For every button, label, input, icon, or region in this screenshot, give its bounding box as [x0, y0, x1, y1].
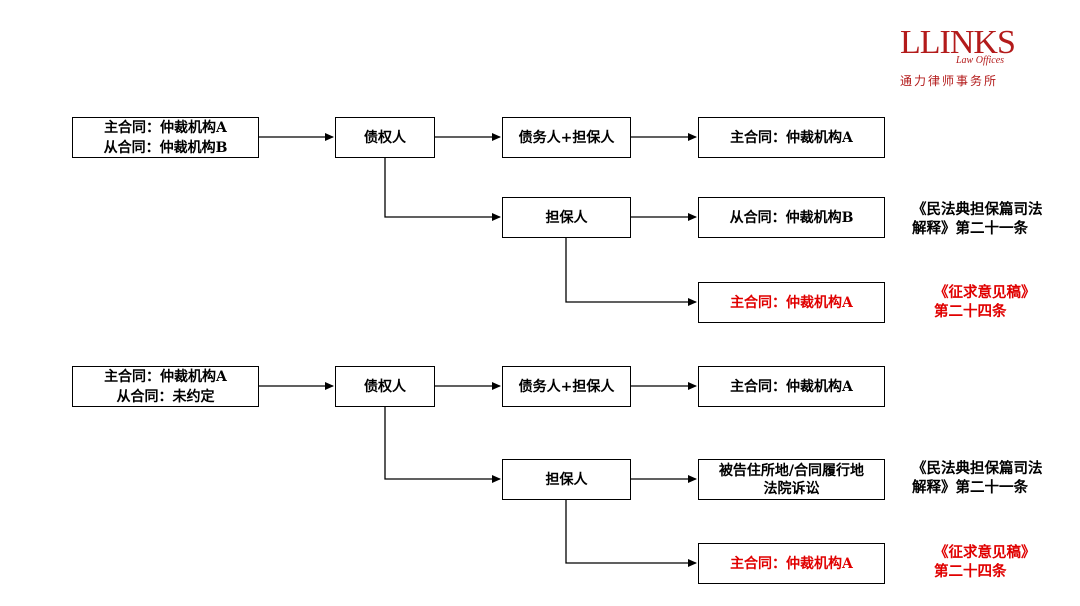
note-line1: 《征求意见稿》 — [934, 544, 1036, 561]
guarantor-box-2: 担保人 — [502, 459, 631, 500]
source-line1: 主合同：仲裁机构A — [104, 368, 227, 385]
creditor-box-2: 债权人 — [335, 366, 435, 407]
logo-subtitle: Law Offices — [956, 55, 1005, 66]
source-box-1: 主合同：仲裁机构A 从合同：仲裁机构B — [72, 117, 259, 158]
note-judicial-interpretation-2: 《民法典担保篇司法 解释》第二十一条 — [912, 459, 1043, 497]
sub-result-label: 从合同：仲裁机构B — [729, 209, 854, 226]
logo-chinese-name: 通力律师事务所 — [900, 74, 999, 88]
guarantor-box-1: 担保人 — [502, 197, 631, 238]
note-draft-1: 《征求意见稿》 第二十四条 — [934, 283, 1036, 321]
note-line2: 解释》第二十一条 — [912, 479, 1028, 496]
sub-result-box-1: 从合同：仲裁机构B — [698, 197, 885, 238]
arrow-creditor-to-guarantor-1 — [384, 158, 501, 221]
draft-result-label: 主合同：仲裁机构A — [730, 294, 853, 311]
note-judicial-interpretation-1: 《民法典担保篇司法 解释》第二十一条 — [912, 200, 1043, 238]
arrow-creditor-to-guarantor-2 — [384, 407, 501, 483]
draft-result-label: 主合同：仲裁机构A — [730, 555, 853, 572]
note-line1: 《民法典担保篇司法 — [912, 201, 1043, 218]
debtor-guarantor-box-1: 债务人+担保人 — [502, 117, 631, 158]
draft-result-box-2: 主合同：仲裁机构A — [698, 543, 885, 584]
creditor-box-1: 债权人 — [335, 117, 435, 158]
note-line1: 《民法典担保篇司法 — [912, 460, 1043, 477]
main-result-label: 主合同：仲裁机构A — [730, 378, 853, 395]
note-line2: 第二十四条 — [934, 563, 1007, 580]
debtor-guarantor-box-2: 债务人+担保人 — [502, 366, 631, 407]
guarantor-label: 担保人 — [545, 471, 588, 488]
sub-result-box-2: 被告住所地/合同履行地 法院诉讼 — [698, 459, 885, 500]
arrow-guarantor-to-draft-2 — [565, 500, 697, 567]
creditor-label: 债权人 — [364, 378, 406, 395]
sub-result-line2: 法院诉讼 — [763, 480, 820, 497]
logo-brand: LLINKS — [900, 24, 1016, 61]
source-line1: 主合同：仲裁机构A — [104, 119, 227, 136]
main-result-label: 主合同：仲裁机构A — [730, 129, 853, 146]
source-box-2: 主合同：仲裁机构A 从合同：未约定 — [72, 366, 259, 407]
note-draft-2: 《征求意见稿》 第二十四条 — [934, 543, 1036, 581]
guarantor-label: 担保人 — [545, 209, 588, 226]
source-line2: 从合同：未约定 — [116, 388, 215, 405]
sub-result-line1: 被告住所地/合同履行地 — [718, 462, 865, 479]
main-result-box-2: 主合同：仲裁机构A — [698, 366, 885, 407]
llinks-logo: LLINKS Law Offices 通力律师事务所 — [900, 26, 1020, 89]
creditor-label: 债权人 — [364, 129, 406, 146]
draft-result-box-1: 主合同：仲裁机构A — [698, 282, 885, 323]
note-line1: 《征求意见稿》 — [934, 284, 1036, 301]
debtor-guarantor-label: 债务人+担保人 — [518, 129, 615, 146]
main-result-box-1: 主合同：仲裁机构A — [698, 117, 885, 158]
note-line2: 解释》第二十一条 — [912, 220, 1028, 237]
debtor-guarantor-label: 债务人+担保人 — [518, 378, 615, 395]
note-line2: 第二十四条 — [934, 303, 1007, 320]
source-line2: 从合同：仲裁机构B — [103, 139, 228, 156]
arrow-guarantor-to-draft-1 — [565, 238, 697, 306]
